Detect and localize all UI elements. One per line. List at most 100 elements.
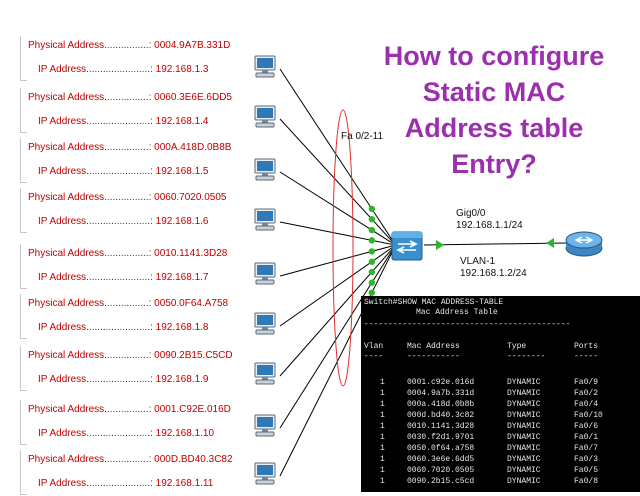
- pc-icon: [252, 362, 278, 386]
- cell-vlan: 1: [380, 411, 385, 420]
- physical-address-label: Physical Address................: 0060.3…: [28, 92, 232, 103]
- pc-icon: [252, 55, 278, 79]
- cell-mac: 0060.7020.0505: [407, 466, 475, 475]
- ip-address-label: IP Address.......................: 192.1…: [38, 166, 209, 177]
- switch-vlan-interface: VLAN-1: [460, 256, 496, 267]
- ip-address-label: IP Address.......................: 192.1…: [38, 272, 209, 283]
- cell-port: Fa0/6: [574, 422, 599, 431]
- header-vlan: Vlan: [364, 342, 384, 351]
- cell-type: DYNAMIC: [507, 389, 541, 398]
- uplink-marker-router: [546, 238, 554, 248]
- cell-mac: 0090.2b15.c5cd: [407, 477, 475, 486]
- cell-vlan: 1: [380, 378, 385, 387]
- link-up-marker: [368, 205, 376, 213]
- title-line: Static MAC: [422, 77, 566, 107]
- cell-vlan: 1: [380, 389, 385, 398]
- pc-icon: [252, 462, 278, 486]
- ip-address-label: IP Address.......................: 192.1…: [38, 428, 215, 439]
- underline-type: --------: [507, 352, 546, 361]
- host-card: Physical Address................: 0050.0…: [20, 294, 278, 340]
- port-range-label: Fa 0/2-11: [341, 131, 384, 142]
- pc-icon: [252, 158, 278, 182]
- link-up-marker: [368, 237, 376, 244]
- table-title: Mac Address Table: [416, 308, 498, 317]
- cell-type: DYNAMIC: [507, 455, 541, 464]
- pc-icon: [252, 208, 278, 232]
- cell-port: Fa0/5: [574, 466, 599, 475]
- ip-address-label: IP Address.......................: 192.1…: [38, 322, 209, 333]
- cell-port: Fa0/9: [574, 378, 599, 387]
- host-card: Physical Address................: 0090.2…: [20, 346, 278, 392]
- physical-address-label: Physical Address................: 0001.C…: [28, 404, 231, 415]
- host-link-line: [279, 171, 393, 244]
- cell-mac: 0004.9a7b.331d: [407, 389, 475, 398]
- physical-address-label: Physical Address................: 000D.B…: [28, 454, 233, 465]
- switch-icon: [391, 231, 423, 261]
- cell-mac: 0050.0f64.a758: [407, 444, 475, 453]
- cell-type: DYNAMIC: [507, 477, 541, 486]
- cell-port: Fa0/8: [574, 477, 599, 486]
- cell-type: DYNAMIC: [507, 466, 541, 475]
- cli-command: Switch#SHOW MAC ADDRESS-TABLE: [364, 298, 504, 307]
- title-line: How to configure: [383, 41, 605, 71]
- switch-vlan-address: 192.168.1.2/24: [460, 268, 527, 279]
- card-frame: [20, 88, 27, 133]
- host-link-line: [279, 245, 393, 277]
- host-card: Physical Address................: 0004.9…: [20, 36, 278, 82]
- cli-terminal: Switch#SHOW MAC ADDRESS-TABLE Mac Addres…: [361, 296, 640, 492]
- physical-address-label: Physical Address................: 0010.1…: [28, 248, 228, 259]
- link-up-marker: [368, 226, 376, 234]
- cell-port: Fa0/3: [574, 455, 599, 464]
- header-ports: Ports: [574, 342, 599, 351]
- cell-port: Fa0/4: [574, 400, 599, 409]
- table-row: 1 0060.7020.0505 DYNAMIC Fa0/5: [361, 466, 640, 476]
- host-card: Physical Address................: 0010.1…: [20, 244, 278, 290]
- underline-mac: -----------: [407, 352, 460, 361]
- router-link: [423, 242, 567, 246]
- host-link-line: [279, 221, 393, 245]
- cell-type: DYNAMIC: [507, 378, 541, 387]
- port-range-ellipse: [332, 109, 354, 387]
- physical-address-label: Physical Address................: 0060.7…: [28, 192, 227, 203]
- host-card: Physical Address................: 0001.C…: [20, 400, 278, 446]
- cell-vlan: 1: [380, 400, 385, 409]
- cell-mac: 0001.c92e.016d: [407, 378, 475, 387]
- cell-mac: 000a.418d.0b8b: [407, 400, 475, 409]
- ip-address-label: IP Address.......................: 192.1…: [38, 64, 209, 75]
- router-link-interface: Gig0/0: [456, 208, 486, 219]
- header-type: Type: [507, 342, 527, 351]
- router-icon: [565, 231, 603, 257]
- pc-icon: [252, 262, 278, 286]
- title-line: Address table: [404, 113, 584, 143]
- link-status-markers: [368, 205, 376, 296]
- link-up-marker: [368, 216, 376, 223]
- uplink-marker-switch: [436, 240, 444, 250]
- ip-address-label: IP Address.......................: 192.1…: [38, 374, 209, 385]
- link-up-marker: [368, 248, 376, 255]
- cell-type: DYNAMIC: [507, 444, 541, 453]
- physical-address-label: Physical Address................: 0050.0…: [28, 298, 229, 309]
- cell-vlan: 1: [380, 444, 385, 453]
- table-header-row: Vlan Mac Address Type Ports: [361, 342, 640, 352]
- card-frame: [20, 244, 27, 289]
- table-header-underline: ---- ----------- -------- -----: [361, 352, 640, 362]
- host-card: Physical Address................: 0060.7…: [20, 188, 278, 234]
- cell-vlan: 1: [380, 455, 385, 464]
- cell-mac: 0060.3e6e.6dd5: [407, 455, 475, 464]
- physical-address-label: Physical Address................: 000A.4…: [28, 142, 232, 153]
- table-row: 1 0060.3e6e.6dd5 DYNAMIC Fa0/3: [361, 455, 640, 465]
- cell-type: DYNAMIC: [507, 400, 541, 409]
- card-frame: [20, 188, 27, 233]
- pc-icon: [252, 312, 278, 336]
- page-title: How to configure Static MAC Address tabl…: [354, 38, 634, 182]
- card-frame: [20, 36, 27, 81]
- link-up-marker: [368, 268, 376, 276]
- cell-mac: 0010.1141.3d28: [407, 422, 475, 431]
- physical-address-label: Physical Address................: 0004.9…: [28, 40, 231, 51]
- card-frame: [20, 294, 27, 339]
- cell-vlan: 1: [380, 466, 385, 475]
- cell-vlan: 1: [380, 433, 385, 442]
